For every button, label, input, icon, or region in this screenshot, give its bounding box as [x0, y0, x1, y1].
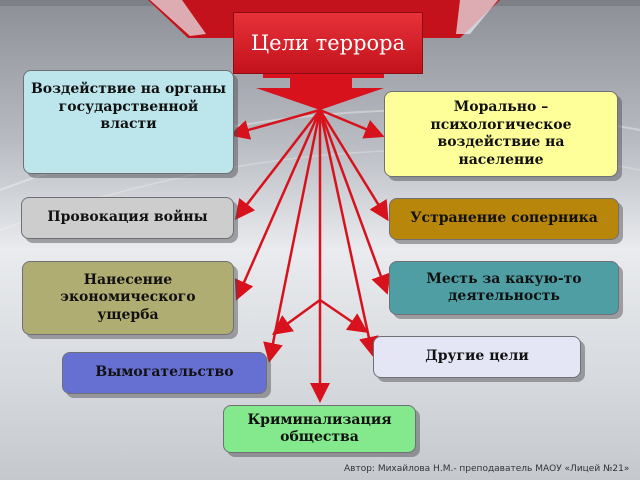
arrow-to-moral: [319, 108, 385, 139]
author-credit: Автор: Михайлова Н.М.- преподаватель МАО…: [344, 464, 630, 474]
goal-revenge-text: Месть за какую-то деятельность: [426, 270, 582, 305]
goal-other: Другие цели: [373, 336, 581, 378]
goal-extortion-text: Вымогательство: [95, 364, 234, 381]
goal-impact-authorities-text: Воздействие на органы государственной вл…: [30, 81, 227, 132]
title-down-arrow: [256, 70, 384, 110]
goal-provoke-war: Провокация войны: [21, 197, 234, 239]
arrow-to-extortion: [263, 109, 322, 363]
goal-impact-authorities: Воздействие на органы государственной вл…: [23, 70, 234, 174]
arrow-to-criminalization-left: [271, 298, 321, 335]
goal-criminalization: Криминализация общества: [223, 405, 416, 453]
goal-extortion: Вымогательство: [62, 352, 267, 394]
goal-moral-impact: Морально – психологическое воздействие н…: [384, 91, 618, 177]
goal-provoke-war-text: Провокация войны: [47, 209, 208, 226]
arrow-to-economic: [234, 109, 322, 301]
goal-other-text: Другие цели: [425, 348, 529, 365]
goal-eliminate-rival: Устранение соперника: [389, 198, 619, 240]
goal-revenge: Месть за какую-то деятельность: [389, 261, 619, 315]
arrow-to-war: [234, 109, 321, 220]
arrow-to-other: [318, 109, 379, 357]
arrow-to-criminalization-right: [319, 298, 369, 333]
goal-economic-damage: Нанесение экономического ущерба: [22, 261, 234, 335]
arrow-to-revenge: [318, 109, 391, 295]
goal-economic-damage-text: Нанесение экономического ущерба: [60, 271, 196, 323]
diagram-title-text: Цели террора: [250, 31, 406, 55]
goal-eliminate-rival-text: Устранение соперника: [410, 210, 598, 227]
arrow-to-authorities: [229, 108, 321, 140]
arrow-to-rival: [318, 109, 389, 222]
goal-criminalization-text: Криминализация общества: [247, 411, 392, 446]
diagram-title: Цели террора: [233, 12, 423, 74]
banner-highlight-left: [150, 0, 206, 36]
banner-highlight-right: [456, 0, 498, 34]
goal-moral-impact-text: Морально – психологическое воздействие н…: [430, 99, 572, 168]
